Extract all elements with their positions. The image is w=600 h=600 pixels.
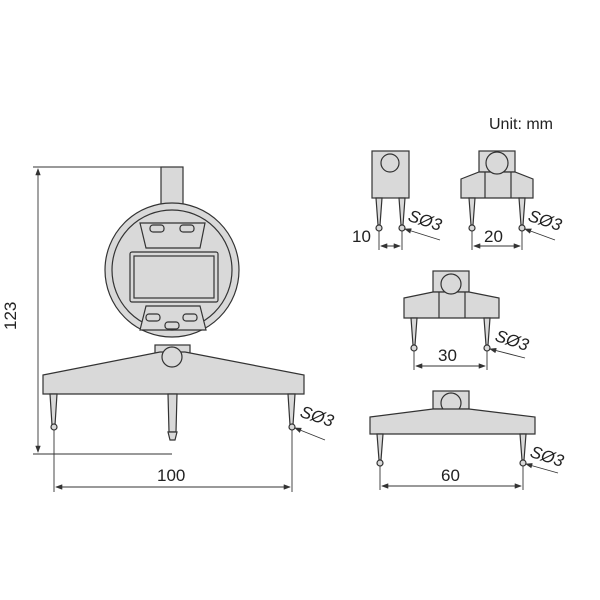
width-dimension: 100 [157,466,186,485]
height-dimension: 123 [1,301,20,330]
spacing-10: 10 [352,227,371,246]
main-gauge [42,166,305,441]
spacing-20: 20 [484,227,503,246]
unit-label: Unit: mm [489,116,553,133]
spacing-60: 60 [441,466,460,485]
spacing-30: 30 [438,346,457,365]
